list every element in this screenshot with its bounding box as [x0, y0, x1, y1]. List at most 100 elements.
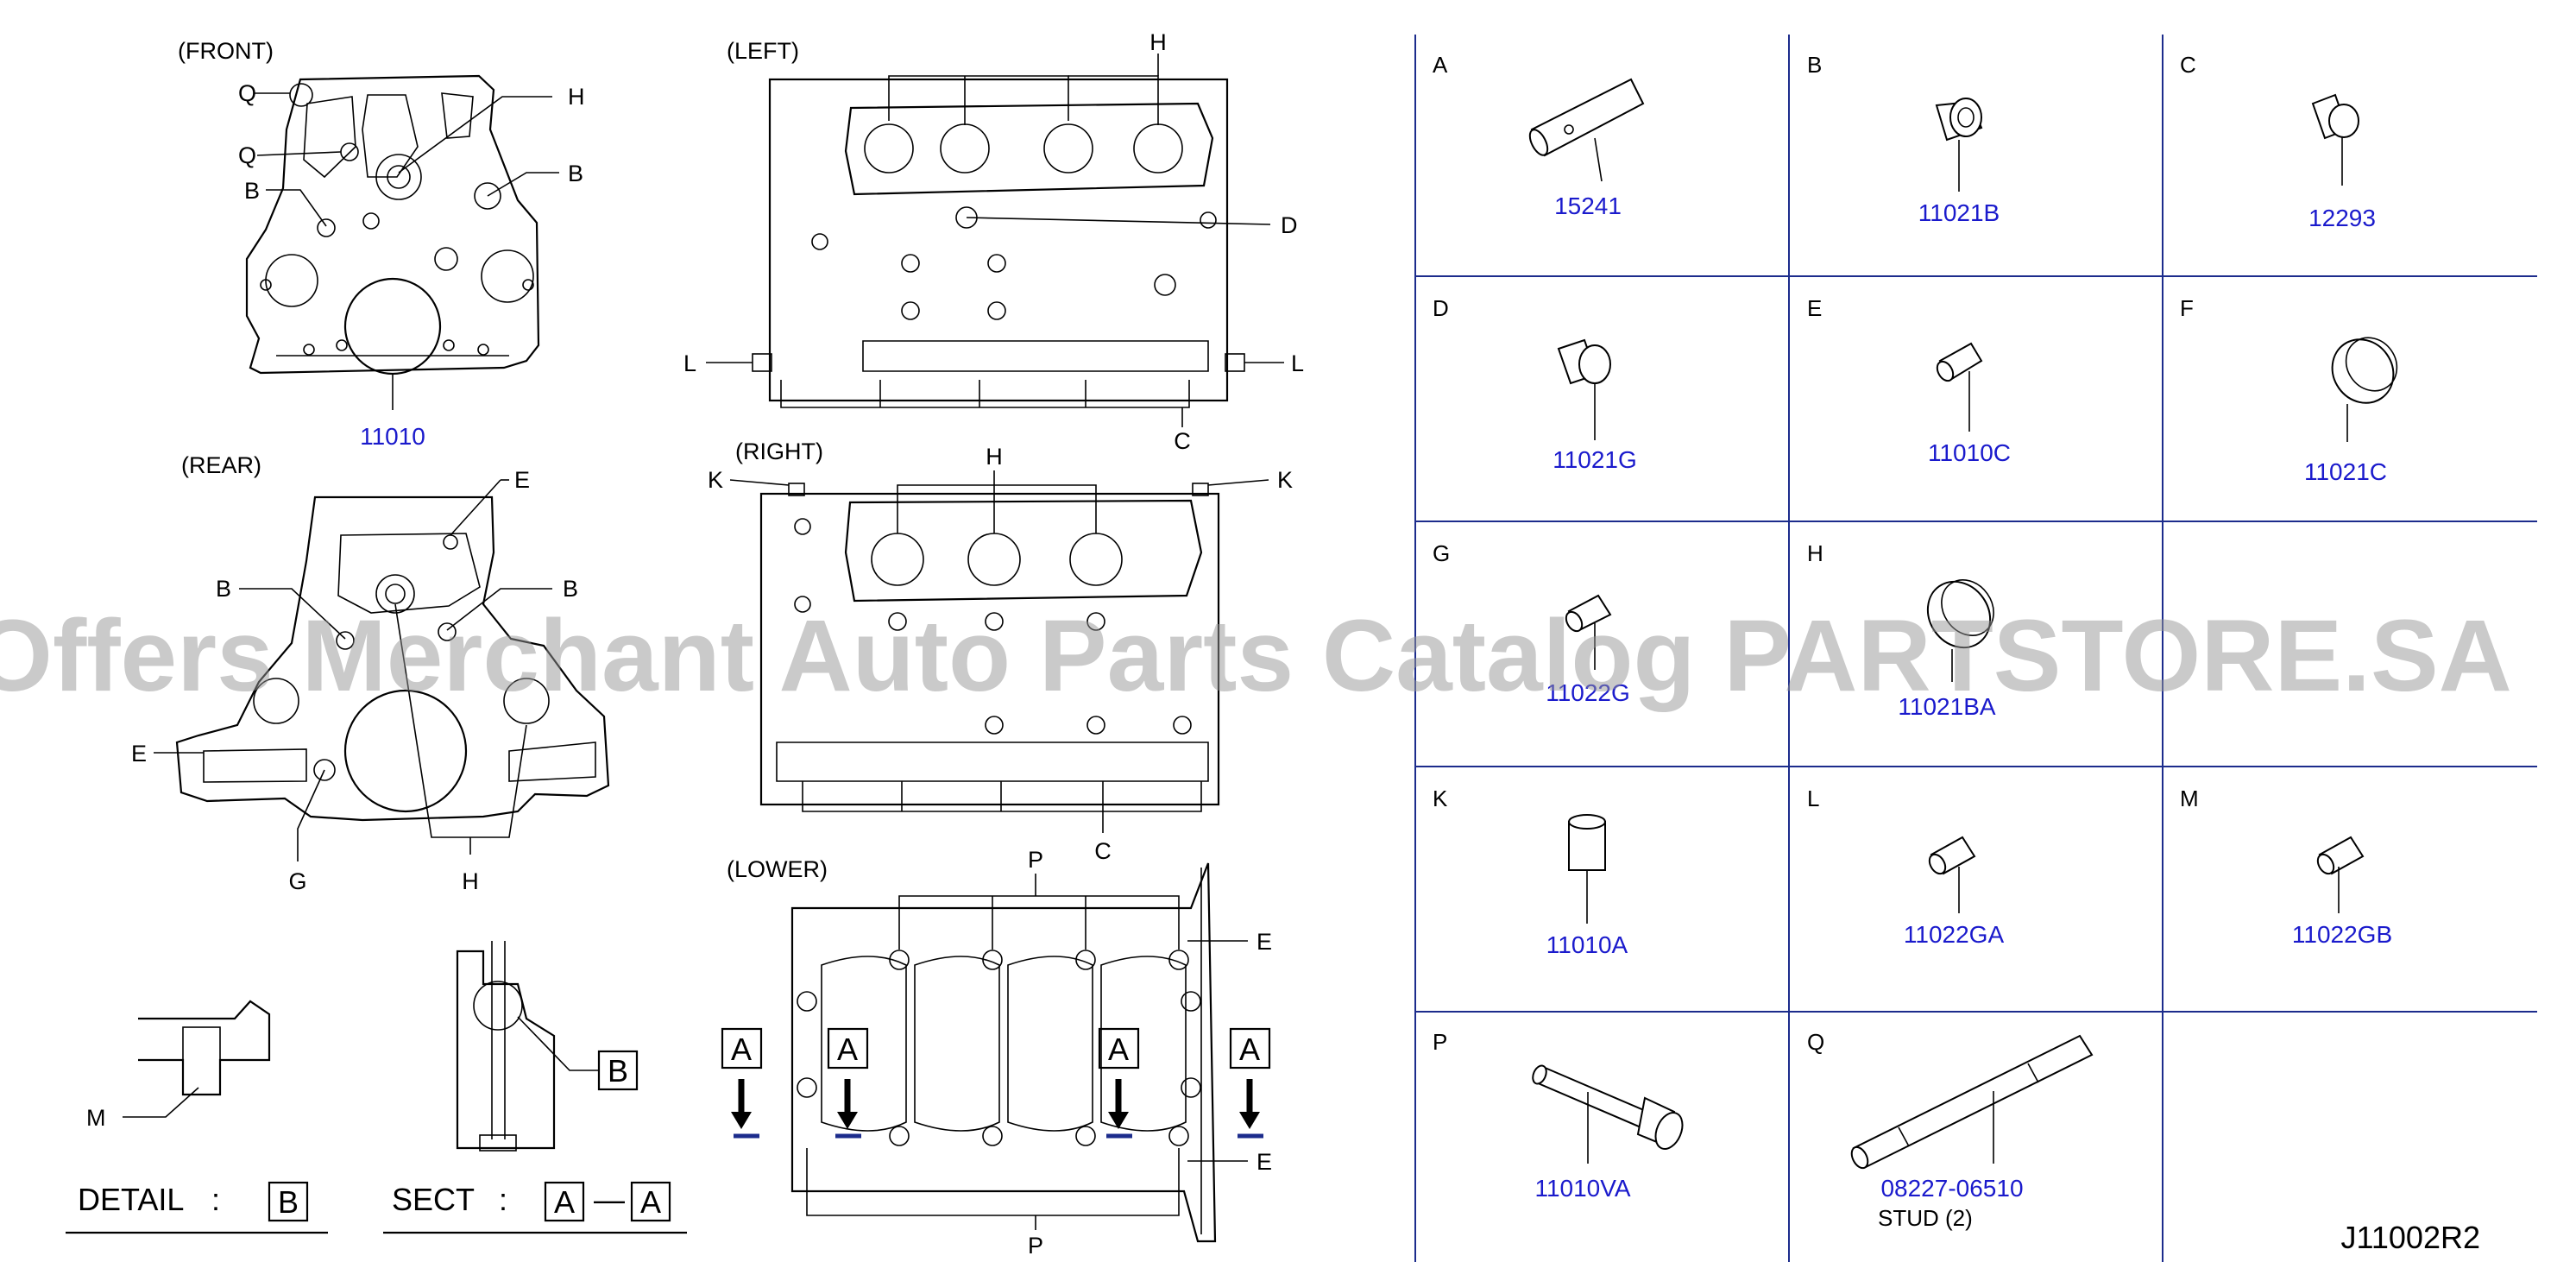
part-letter-h: H — [1807, 540, 1823, 566]
plug-icon — [1557, 338, 1611, 385]
part-cell-e[interactable]: E 11010C — [1807, 295, 2011, 466]
rear-view-hole — [443, 534, 458, 550]
plug-icon — [1935, 98, 1983, 142]
callout-q: Q — [238, 142, 256, 168]
leader-q — [256, 151, 342, 156]
part-number-11021b[interactable]: 11021B — [1918, 199, 2000, 226]
part-cell-l[interactable]: L 11022GA — [1807, 786, 2004, 948]
part-number-11021g[interactable]: 11021G — [1553, 446, 1637, 473]
part-cell-m[interactable]: M 11022GB — [2180, 786, 2392, 948]
left-view-dowel — [752, 353, 772, 372]
lower-view-bay — [821, 956, 907, 1132]
front-view-hole — [434, 247, 458, 271]
right-view-dowel — [1192, 483, 1209, 496]
callout-l: L — [1291, 350, 1304, 376]
detail-b-view: M DETAIL : B — [66, 1000, 328, 1234]
callout-m: M — [86, 1105, 106, 1131]
part-number-11010c[interactable]: 11010C — [1928, 439, 2011, 466]
part-number-11021ba[interactable]: 11021BA — [1898, 693, 1995, 720]
callout-h: H — [986, 444, 1003, 470]
leader-p — [898, 895, 1180, 950]
part-number-11010a[interactable]: 11010A — [1546, 931, 1628, 958]
right-view-dowel — [788, 483, 805, 496]
callout-b: B — [563, 576, 578, 602]
part-number-08227-06510[interactable]: 08227-06510 — [1880, 1175, 2023, 1202]
part-number-12293[interactable]: 12293 — [2308, 205, 2376, 231]
lower-view-outline — [790, 862, 1217, 1243]
dowel-icon — [1928, 836, 1976, 875]
callout-e: E — [1257, 1149, 1272, 1175]
part-cell-q[interactable]: Q 08227-06510 STUD (2) — [1807, 1029, 2094, 1231]
part-cell-a[interactable]: A 15241 — [1433, 52, 1645, 219]
lower-view: (LOWER) P E E P A — [721, 847, 1272, 1259]
sect-outline — [456, 950, 556, 1150]
callout-b: B — [568, 161, 583, 186]
rear-view-bore — [385, 584, 406, 604]
callout-k: K — [708, 467, 723, 493]
detail-b-outline — [138, 1000, 271, 1096]
diagram-code: J11002R2 — [2341, 1220, 2480, 1255]
leader-e — [450, 479, 501, 536]
part-letter-b: B — [1807, 52, 1822, 78]
leader-c — [780, 380, 1190, 408]
leader-b — [239, 588, 346, 640]
watermark: Offers Merchant Auto Parts Catalog PARTS… — [0, 599, 2512, 713]
part-number-11022ga[interactable]: 11022GA — [1904, 921, 2005, 948]
leader-p — [806, 1148, 1180, 1216]
part-cell-f[interactable]: F 11021C — [2180, 295, 2407, 485]
part-cell-g[interactable]: G 11022G — [1433, 540, 1630, 706]
front-view-crank-bore — [343, 277, 442, 375]
part-cell-d[interactable]: D 11021G — [1433, 295, 1637, 473]
cup-plug-icon — [2331, 337, 2398, 404]
part-number-11022gb[interactable]: 11022GB — [2292, 921, 2392, 948]
detail-b-dowel — [182, 1026, 221, 1095]
part-letter-p: P — [1433, 1029, 1447, 1055]
rear-view-bore — [375, 574, 415, 614]
part-number-11021c[interactable]: 11021C — [2304, 458, 2387, 485]
cup-plug-icon — [1926, 579, 1994, 649]
section-mark-a: A — [1229, 1027, 1271, 1139]
front-view-cutout — [441, 92, 474, 139]
rear-view-hole — [336, 631, 355, 650]
front-view-hole — [474, 182, 501, 210]
rear-view-hole — [313, 759, 336, 781]
sect-colon: : — [499, 1182, 507, 1217]
section-mark-a: A — [1098, 1027, 1140, 1139]
right-view-bore-deck — [844, 499, 1203, 603]
callout-p: P — [1028, 1233, 1043, 1259]
sect-dash: — — [594, 1182, 625, 1217]
leader-k — [729, 479, 790, 486]
part-cell-b[interactable]: B 11021B — [1807, 52, 2000, 226]
callout-h: H — [568, 84, 585, 110]
part-cell-p[interactable]: P 11010VA — [1433, 1029, 1687, 1202]
part-letter-e: E — [1807, 295, 1822, 321]
sect-from: A — [554, 1184, 575, 1220]
part-letter-f: F — [2180, 295, 2194, 321]
part-cell-c[interactable]: C 12293 — [2180, 52, 2376, 231]
callout-d: D — [1281, 212, 1298, 238]
rear-view-outline — [175, 495, 610, 822]
rear-view-bore — [503, 678, 550, 724]
bolt-icon — [1532, 1064, 1684, 1150]
rear-view-bore — [253, 678, 299, 724]
part-letter-d: D — [1433, 295, 1449, 321]
part-number-15241[interactable]: 15241 — [1554, 192, 1622, 219]
callout-h: H — [462, 868, 479, 894]
callout-k: K — [1277, 467, 1293, 493]
leader-m — [123, 1087, 199, 1118]
detail-ref-box — [268, 1181, 309, 1222]
front-view-hole — [289, 83, 313, 107]
part-cell-k[interactable]: K 11010A — [1433, 786, 1628, 958]
sect-from-box — [544, 1181, 585, 1222]
part-number-11010[interactable]: 11010 — [360, 423, 425, 450]
rear-view-flange-slot — [508, 741, 596, 782]
left-view-title: (LEFT) — [727, 38, 799, 64]
part-cell-h[interactable]: H 11021BA — [1807, 540, 2004, 720]
rear-view-crank-bore — [343, 689, 468, 813]
leader-c — [802, 781, 1202, 812]
sect-marker-box — [597, 1050, 639, 1091]
detail-ref: B — [278, 1184, 299, 1220]
part-number-11010va[interactable]: 11010VA — [1534, 1175, 1630, 1202]
part-number-11022g[interactable]: 11022G — [1546, 679, 1630, 706]
